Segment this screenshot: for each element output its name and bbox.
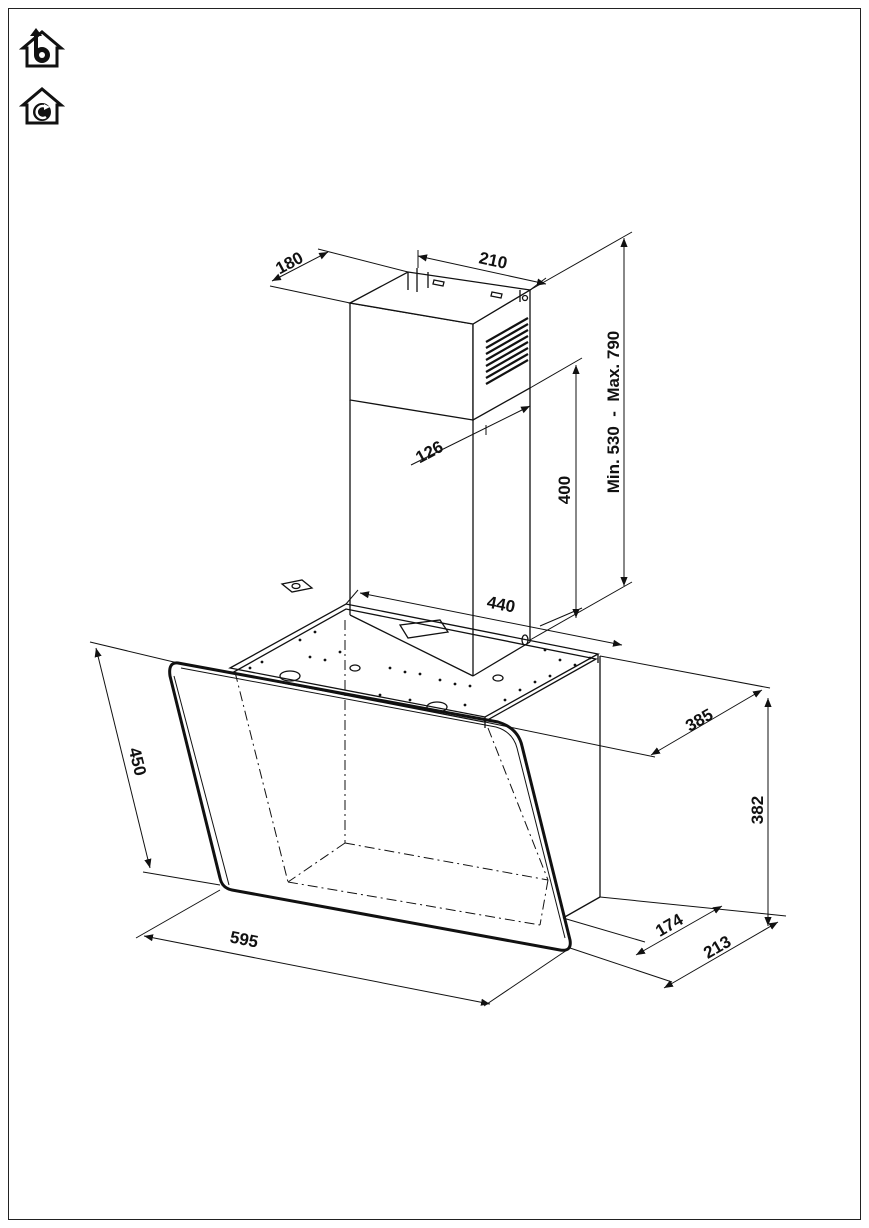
canopy-screw-holes — [248, 630, 592, 707]
dimension-lines — [89, 231, 787, 1007]
dim-label-base-width: 440 — [485, 593, 516, 617]
dim-label-chimney-offset: 126 — [412, 437, 446, 467]
chimney-lower — [349, 388, 531, 677]
dim-label-glass-height: 450 — [125, 746, 150, 778]
page-frame — [8, 8, 861, 1220]
glass-front-panel — [168, 661, 572, 952]
dim-label-bottom-depth: 174 — [652, 910, 687, 941]
recirculation-mode-icon — [18, 85, 66, 125]
chimney-vent-slots — [485, 317, 529, 385]
dim-label-canopy-height: 382 — [748, 796, 767, 824]
dim-label-chimney-height-range: Min. 530 - Max. 790 — [604, 331, 623, 494]
canopy-body — [562, 656, 601, 919]
dim-label-lower-chimney-height: 400 — [555, 476, 574, 504]
dim-label-total-depth: 213 — [700, 932, 734, 963]
dim-label-chimney-depth: 180 — [272, 248, 306, 278]
canopy-top-plate — [228, 603, 600, 728]
dim-label-hood-width: 595 — [228, 928, 259, 952]
dim-label-chimney-width: 210 — [477, 248, 509, 272]
hidden-outline — [234, 620, 549, 926]
wall-bracket — [280, 579, 314, 593]
dim-label-canopy-depth: 385 — [682, 705, 716, 736]
duct-out-mode-icon — [18, 28, 66, 68]
